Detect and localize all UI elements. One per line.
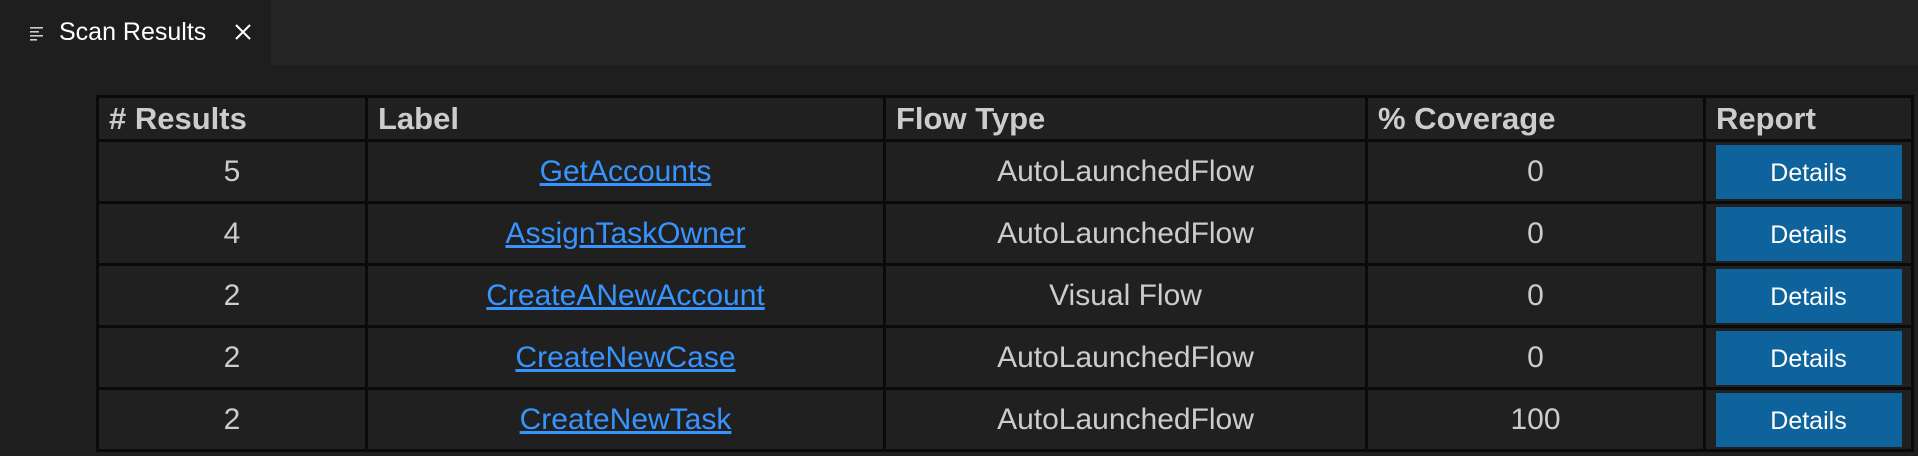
results-count: 2 xyxy=(96,263,368,328)
results-count: 5 xyxy=(96,139,368,204)
report-cell: Details xyxy=(1703,201,1914,266)
details-button[interactable]: Details xyxy=(1715,144,1902,199)
editor-tab-bar: Scan Results xyxy=(0,0,1918,65)
results-count: 2 xyxy=(96,387,368,452)
column-header-flow-type: Flow Type xyxy=(883,95,1368,142)
scan-results-table: # Results Label Flow Type % Coverage Rep… xyxy=(96,95,1914,452)
flow-link[interactable]: CreateNewTask xyxy=(519,402,732,436)
flow-label-cell: CreateNewCase xyxy=(365,325,886,390)
tab-title: Scan Results xyxy=(59,18,207,46)
flow-type: Visual Flow xyxy=(883,263,1368,328)
report-cell: Details xyxy=(1703,325,1914,390)
report-cell: Details xyxy=(1703,387,1914,452)
results-count: 2 xyxy=(96,325,368,390)
details-button[interactable]: Details xyxy=(1715,392,1902,447)
flow-type: AutoLaunchedFlow xyxy=(883,325,1368,390)
details-button[interactable]: Details xyxy=(1715,268,1902,323)
flow-link[interactable]: CreateANewAccount xyxy=(486,278,765,312)
flow-type: AutoLaunchedFlow xyxy=(883,139,1368,204)
table-row: 2 CreateNewCase AutoLaunchedFlow 0 Detai… xyxy=(96,325,1914,390)
flow-label-cell: CreateANewAccount xyxy=(365,263,886,328)
flow-label-cell: CreateNewTask xyxy=(365,387,886,452)
table-row: 5 GetAccounts AutoLaunchedFlow 0 Details xyxy=(96,139,1914,204)
table-row: 2 CreateNewTask AutoLaunchedFlow 100 Det… xyxy=(96,387,1914,452)
close-icon[interactable] xyxy=(231,20,255,44)
list-icon xyxy=(29,24,47,42)
flow-label-cell: AssignTaskOwner xyxy=(365,201,886,266)
report-cell: Details xyxy=(1703,263,1914,328)
column-header-results: # Results xyxy=(96,95,368,142)
report-cell: Details xyxy=(1703,139,1914,204)
column-header-coverage: % Coverage xyxy=(1365,95,1706,142)
column-header-label: Label xyxy=(365,95,886,142)
table-row: 2 CreateANewAccount Visual Flow 0 Detail… xyxy=(96,263,1914,328)
flow-link[interactable]: CreateNewCase xyxy=(515,340,736,374)
coverage-value: 0 xyxy=(1365,201,1706,266)
coverage-value: 0 xyxy=(1365,325,1706,390)
flow-link[interactable]: GetAccounts xyxy=(539,154,712,188)
column-header-report: Report xyxy=(1703,95,1914,142)
flow-type: AutoLaunchedFlow xyxy=(883,201,1368,266)
coverage-value: 0 xyxy=(1365,139,1706,204)
flow-label-cell: GetAccounts xyxy=(365,139,886,204)
results-count: 4 xyxy=(96,201,368,266)
coverage-value: 0 xyxy=(1365,263,1706,328)
coverage-value: 100 xyxy=(1365,387,1706,452)
details-button[interactable]: Details xyxy=(1715,330,1902,385)
details-button[interactable]: Details xyxy=(1715,206,1902,261)
tab-scan-results[interactable]: Scan Results xyxy=(0,0,271,65)
table-row: 4 AssignTaskOwner AutoLaunchedFlow 0 Det… xyxy=(96,201,1914,266)
scan-results-panel: # Results Label Flow Type % Coverage Rep… xyxy=(0,65,1918,456)
flow-type: AutoLaunchedFlow xyxy=(883,387,1368,452)
flow-link[interactable]: AssignTaskOwner xyxy=(505,216,746,250)
table-header-row: # Results Label Flow Type % Coverage Rep… xyxy=(96,95,1914,142)
